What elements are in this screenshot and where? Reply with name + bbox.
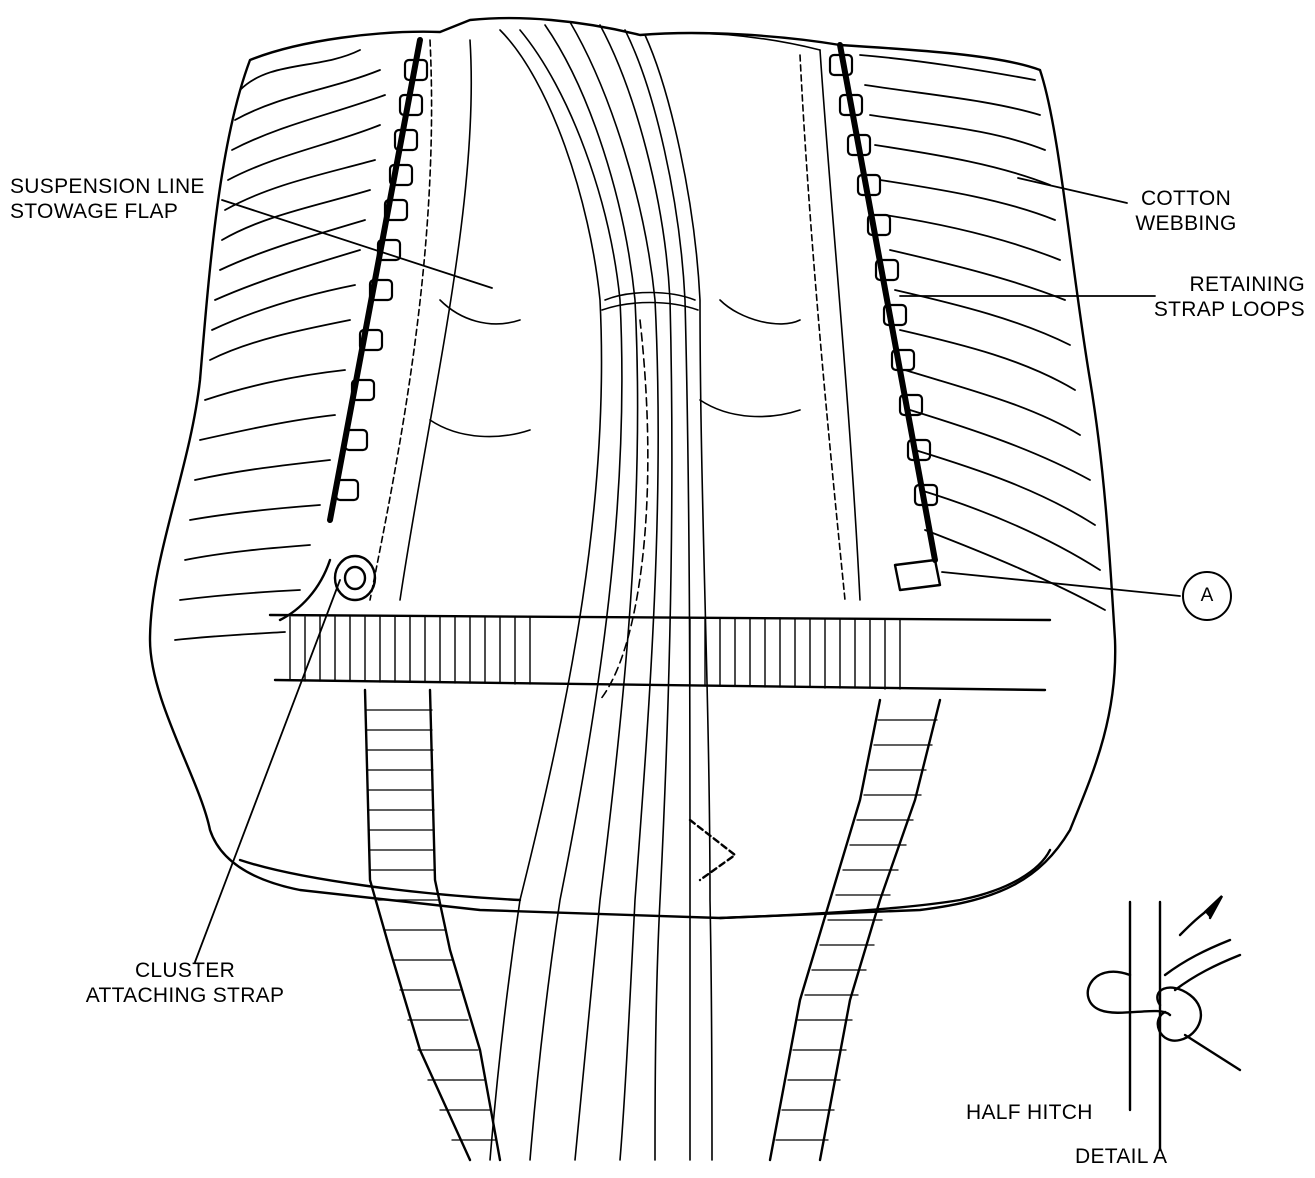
half-hitch-label: HALF HITCH — [966, 1100, 1093, 1125]
suspension-line-bundle — [490, 22, 712, 1160]
leader-cluster-strap — [195, 580, 340, 962]
pack-base — [240, 860, 520, 900]
suspension-line-label-1: SUSPENSION LINE — [10, 174, 205, 199]
cluster-attaching-strap-label-2: ATTACHING STRAP — [40, 983, 330, 1008]
leader-cotton-webbing — [1018, 178, 1127, 203]
arrow-icon — [1205, 896, 1222, 918]
canopy-folds — [370, 33, 860, 600]
retaining-strap-loops-label-2: STRAP LOOPS — [1130, 297, 1305, 322]
right-fringe — [860, 55, 1105, 610]
cluster-attaching-strap-label-1: CLUSTER — [40, 958, 330, 983]
cluster-attaching-strap-label: CLUSTER ATTACHING STRAP — [40, 958, 330, 1008]
retaining-strap-loops-left — [336, 60, 427, 500]
detail-a-buckle — [895, 560, 940, 590]
cotton-webbing-label: COTTON WEBBING — [1118, 186, 1254, 236]
left-riser-strap — [365, 690, 500, 1160]
suspension-line-label-2: STOWAGE FLAP — [10, 199, 205, 224]
detail-a-half-hitch — [1088, 896, 1240, 1150]
cotton-webbing-label-1: COTTON — [1118, 186, 1254, 211]
leader-lines — [195, 178, 1180, 962]
leader-detail-a — [942, 572, 1180, 596]
retaining-strap-loops-label: RETAINING STRAP LOOPS — [1130, 272, 1305, 322]
waist-strap — [270, 615, 1050, 690]
detail-a-marker: A — [1182, 571, 1232, 621]
left-fringe — [175, 50, 385, 640]
cotton-webbing-label-2: WEBBING — [1118, 211, 1254, 236]
leader-suspension-flap — [222, 200, 492, 288]
left-dark-seam — [330, 40, 420, 520]
suspension-line-label: SUSPENSION LINE STOWAGE FLAP — [10, 174, 205, 224]
inner-tab — [690, 820, 735, 880]
detail-a-label: DETAIL A — [1075, 1144, 1167, 1169]
right-riser-strap — [770, 700, 940, 1160]
retaining-strap-loops-label-1: RETAINING — [1130, 272, 1305, 297]
